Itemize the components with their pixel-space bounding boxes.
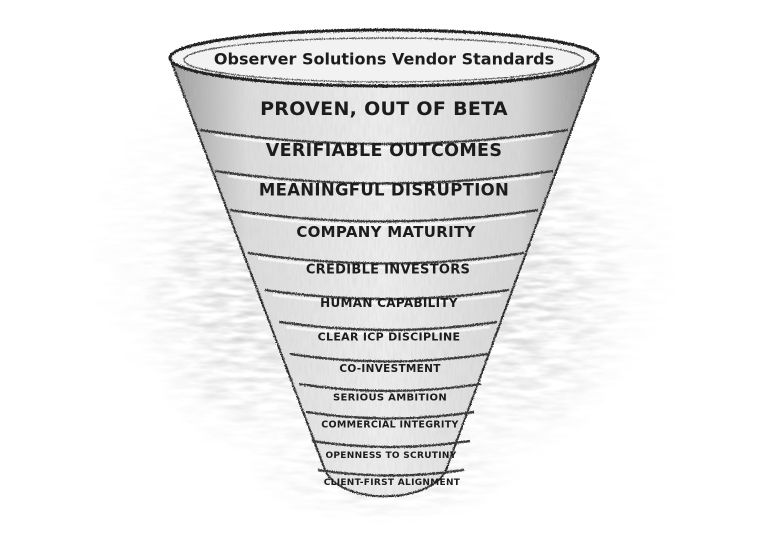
funnel-level-9: SERIOUS AMBITION <box>332 392 448 404</box>
funnel-rim <box>168 28 600 88</box>
funnel-title: Observer Solutions Vendor Standards <box>213 49 555 69</box>
funnel-level-1: PROVEN, OUT OF BETA <box>260 98 508 120</box>
funnel-level-6: HUMAN CAPABILITY <box>320 296 458 310</box>
funnel-level-7: CLEAR ICP DISCIPLINE <box>317 330 461 344</box>
funnel-bands <box>199 128 569 477</box>
funnel-level-12: CLIENT-FIRST ALIGNMENT <box>323 478 461 488</box>
funnel-level-3: MEANINGFUL DISRUPTION <box>258 180 510 200</box>
funnel-level-4: COMPANY MATURITY <box>296 223 476 241</box>
funnel-level-2: VERIFIABLE OUTCOMES <box>265 141 503 161</box>
funnel-level-5: CREDIBLE INVESTORS <box>305 262 471 278</box>
funnel-level-8: CO-INVESTMENT <box>339 363 441 375</box>
funnel-band-highlights <box>214 133 554 336</box>
funnel-level-10: COMMERCIAL INTEGRITY <box>321 419 459 431</box>
funnel-level-11: OPENNESS TO SCRUTINY <box>325 451 457 461</box>
